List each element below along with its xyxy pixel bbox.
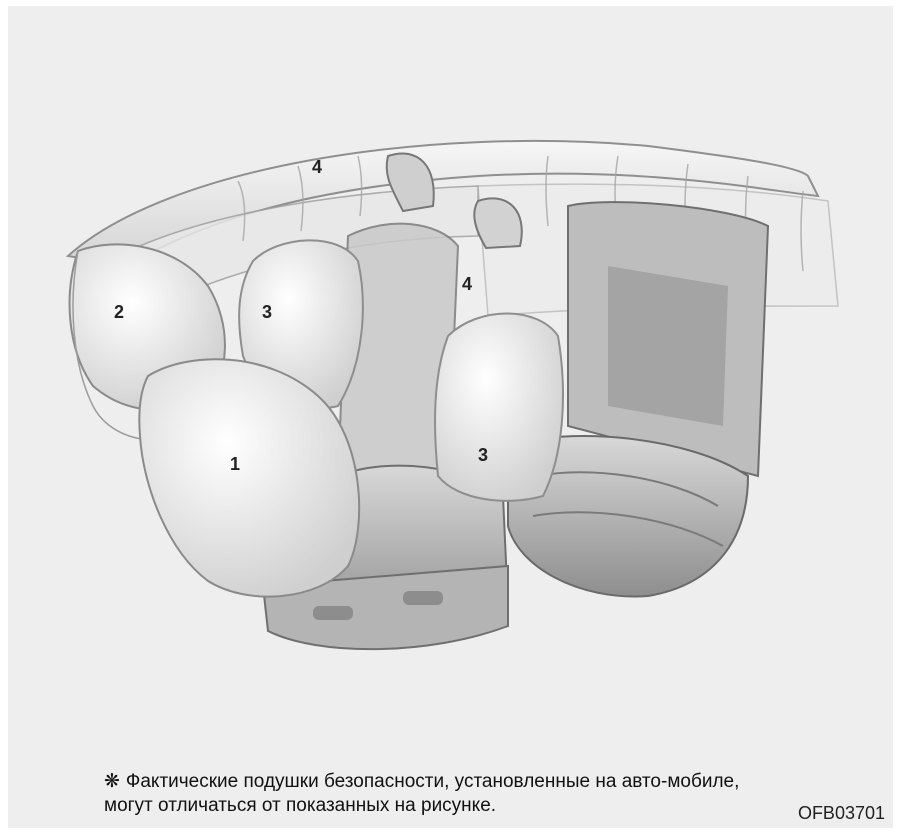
asterisk-icon: ❋ — [104, 771, 120, 792]
callout-3-left: 3 — [262, 302, 272, 323]
disclaimer-text: Фактические подушки безопасности, устано… — [104, 771, 739, 816]
airbag-illustration — [8, 6, 893, 828]
side-airbag-right — [435, 314, 563, 501]
callout-2: 2 — [114, 302, 124, 323]
figure-code: OFB03701 — [798, 803, 885, 824]
callout-3-right: 3 — [478, 445, 488, 466]
disclaimer-note: ❋Фактические подушки безопасности, устан… — [104, 770, 784, 818]
figure-frame: 2 3 1 4 4 3 ❋Фактические подушки безопас… — [8, 6, 893, 828]
callout-4-right: 4 — [462, 274, 472, 295]
callout-4-top: 4 — [312, 157, 322, 178]
callout-1: 1 — [230, 454, 240, 475]
